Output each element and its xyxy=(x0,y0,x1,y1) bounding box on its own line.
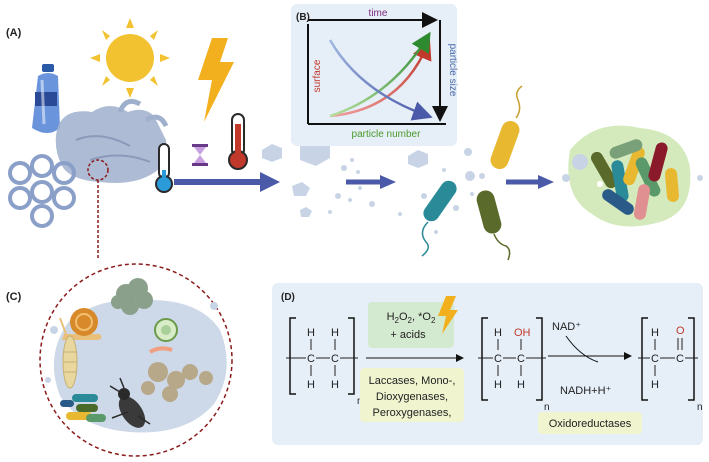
lightning-icon xyxy=(198,38,234,122)
atom-c: C xyxy=(517,353,525,365)
degradation-arrow-2-head xyxy=(380,175,396,189)
worm-icon xyxy=(148,346,173,354)
six-pack-rings-icon xyxy=(8,154,76,228)
atom-h: H xyxy=(651,327,659,339)
enzymes-line-2: Dioxygenases, xyxy=(376,391,448,403)
degradation-arrow-3-head xyxy=(538,175,554,189)
subscript-n: n xyxy=(544,402,550,413)
atom-h: H xyxy=(494,379,502,391)
alcohol-intermediate: H OH C C H H n xyxy=(478,317,550,413)
oxidoreductases-box xyxy=(538,412,642,434)
particle-size-curve xyxy=(328,39,433,121)
atom-h: H xyxy=(517,379,525,391)
algae-icon xyxy=(111,278,153,315)
oxygen-atom: O xyxy=(676,325,685,337)
diatom-icon xyxy=(154,318,178,342)
panel-c-label: (C) xyxy=(6,291,22,303)
surface-curve xyxy=(329,39,432,118)
enzyme-box xyxy=(360,368,464,422)
larva-icon xyxy=(62,335,78,389)
oxidoreductases-label: Oxidoreductases xyxy=(549,418,632,430)
enzymes-line-3: Peroxygenases, xyxy=(373,407,452,419)
hourglass-icon xyxy=(192,144,208,166)
atom-c: C xyxy=(307,353,315,365)
atom-h: H xyxy=(494,327,502,339)
plastic-fragments xyxy=(262,138,375,217)
atom-h: H xyxy=(307,327,315,339)
fungi-icon xyxy=(141,362,213,402)
panel-d-label: (D) xyxy=(281,292,295,303)
degradation-arrow-1-head xyxy=(260,172,280,192)
bacteria-cluster-inset xyxy=(60,394,106,422)
subscript-n: n xyxy=(357,396,363,407)
bacterium-teal xyxy=(421,180,457,257)
graph-particle-number-label: particle number xyxy=(352,129,422,140)
atom-h: H xyxy=(651,379,659,391)
lightning-small-icon xyxy=(438,296,458,334)
thermometer-hot-icon xyxy=(228,113,248,170)
bacterium-yellow xyxy=(490,85,523,170)
graph-surface-label: surface xyxy=(312,59,323,92)
enzymes-line-1: Laccases, Mono-, xyxy=(369,375,456,387)
panel-a-label: (A) xyxy=(6,27,22,39)
cofactor-nadh: NADH+H⁺ xyxy=(560,385,612,397)
thermometer-cold-icon xyxy=(155,143,173,193)
hydroxyl-group: OH xyxy=(514,327,531,339)
atom-c: C xyxy=(494,353,502,365)
atom-h: H xyxy=(307,379,315,391)
atom-c: C xyxy=(676,353,684,365)
biofilm-cluster xyxy=(562,125,703,227)
microplastic-particles xyxy=(398,148,485,234)
reagents-line-1: H2O2, *O2 xyxy=(387,311,436,325)
cofactor-curve xyxy=(565,335,599,363)
ketone-product: H O C C H n xyxy=(638,317,703,413)
water-bottle-icon xyxy=(32,64,60,133)
atom-h: H xyxy=(331,327,339,339)
beetle-icon xyxy=(109,377,151,428)
atom-h: H xyxy=(331,379,339,391)
atom-c: C xyxy=(651,353,659,365)
atom-c: C xyxy=(331,353,339,365)
graph-particle-size-label: particle size xyxy=(447,44,458,97)
panel-b-label: (B) xyxy=(296,12,310,23)
reagent-box xyxy=(368,302,454,348)
bacterium-olive xyxy=(476,190,511,261)
subscript-n: n xyxy=(697,402,703,413)
cofactor-nad: NAD⁺ xyxy=(552,321,581,333)
sun-icon xyxy=(90,18,170,98)
reagents-line-2: + acids xyxy=(390,329,426,341)
particle-number-curve xyxy=(329,31,431,118)
polyethylene-unit: H H C C H H n xyxy=(286,317,363,407)
graph-time-label: time xyxy=(369,8,388,19)
plastic-bag-icon xyxy=(55,98,169,183)
